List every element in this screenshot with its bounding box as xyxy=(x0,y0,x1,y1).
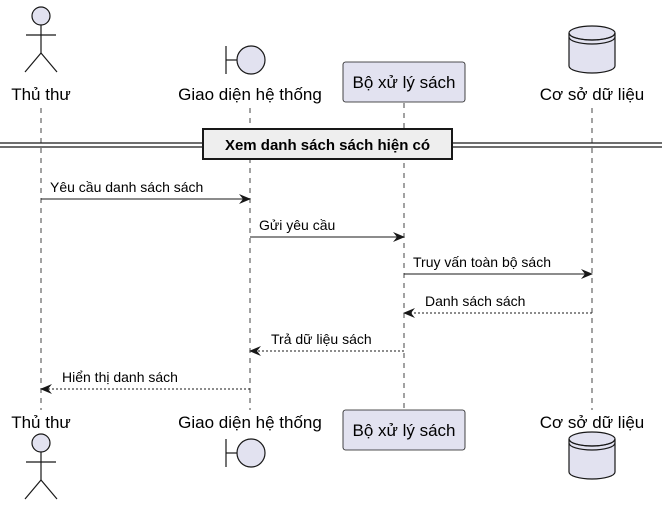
actor-icon-top-librarian xyxy=(24,6,58,73)
separator-title: Xem danh sách sách hiện có xyxy=(225,137,430,154)
actor-icon-bottom-librarian xyxy=(24,433,58,500)
participant-name-bottom-librarian: Thủ thư xyxy=(11,413,71,432)
message-1: Yêu cầu danh sách sách xyxy=(41,179,251,204)
participant-name-top-librarian: Thủ thư xyxy=(11,85,71,104)
participant-name-top-ui: Giao diện hệ thống xyxy=(178,85,322,104)
participant-box-top-processor: Bộ xử lý sách xyxy=(342,61,466,103)
message-2: Gửi yêu cầu xyxy=(250,217,405,242)
message-label-3: Truy vấn toàn bộ sách xyxy=(413,254,551,270)
participant-box-bottom-processor-label: Bộ xử lý sách xyxy=(352,421,455,440)
participant-name-bottom-db: Cơ sở dữ liệu xyxy=(540,413,645,432)
message-label-2: Gửi yêu cầu xyxy=(259,217,335,233)
database-icon-top-db xyxy=(568,25,616,74)
message-label-5: Trả dữ liệu sách xyxy=(271,331,372,347)
message-label-1: Yêu cầu danh sách sách xyxy=(50,179,203,195)
message-label-4: Danh sách sách xyxy=(425,293,525,309)
participant-name-bottom-ui: Giao diện hệ thống xyxy=(178,413,322,432)
participant-box-bottom-processor: Bộ xử lý sách xyxy=(342,409,466,451)
message-6: Hiển thị danh sách xyxy=(40,369,250,394)
message-5: Trả dữ liệu sách xyxy=(249,331,404,356)
participant-name-top-db: Cơ sở dữ liệu xyxy=(540,85,645,104)
boundary-icon-top-ui xyxy=(225,45,266,75)
message-3: Truy vấn toàn bộ sách xyxy=(404,254,593,279)
participant-box-top-processor-label: Bộ xử lý sách xyxy=(352,73,455,92)
message-label-6: Hiển thị danh sách xyxy=(62,369,178,385)
separator: Xem danh sách sách hiện có xyxy=(0,128,662,160)
database-icon-bottom-db xyxy=(568,431,616,480)
boundary-icon-bottom-ui xyxy=(225,438,266,468)
message-4: Danh sách sách xyxy=(403,293,592,318)
